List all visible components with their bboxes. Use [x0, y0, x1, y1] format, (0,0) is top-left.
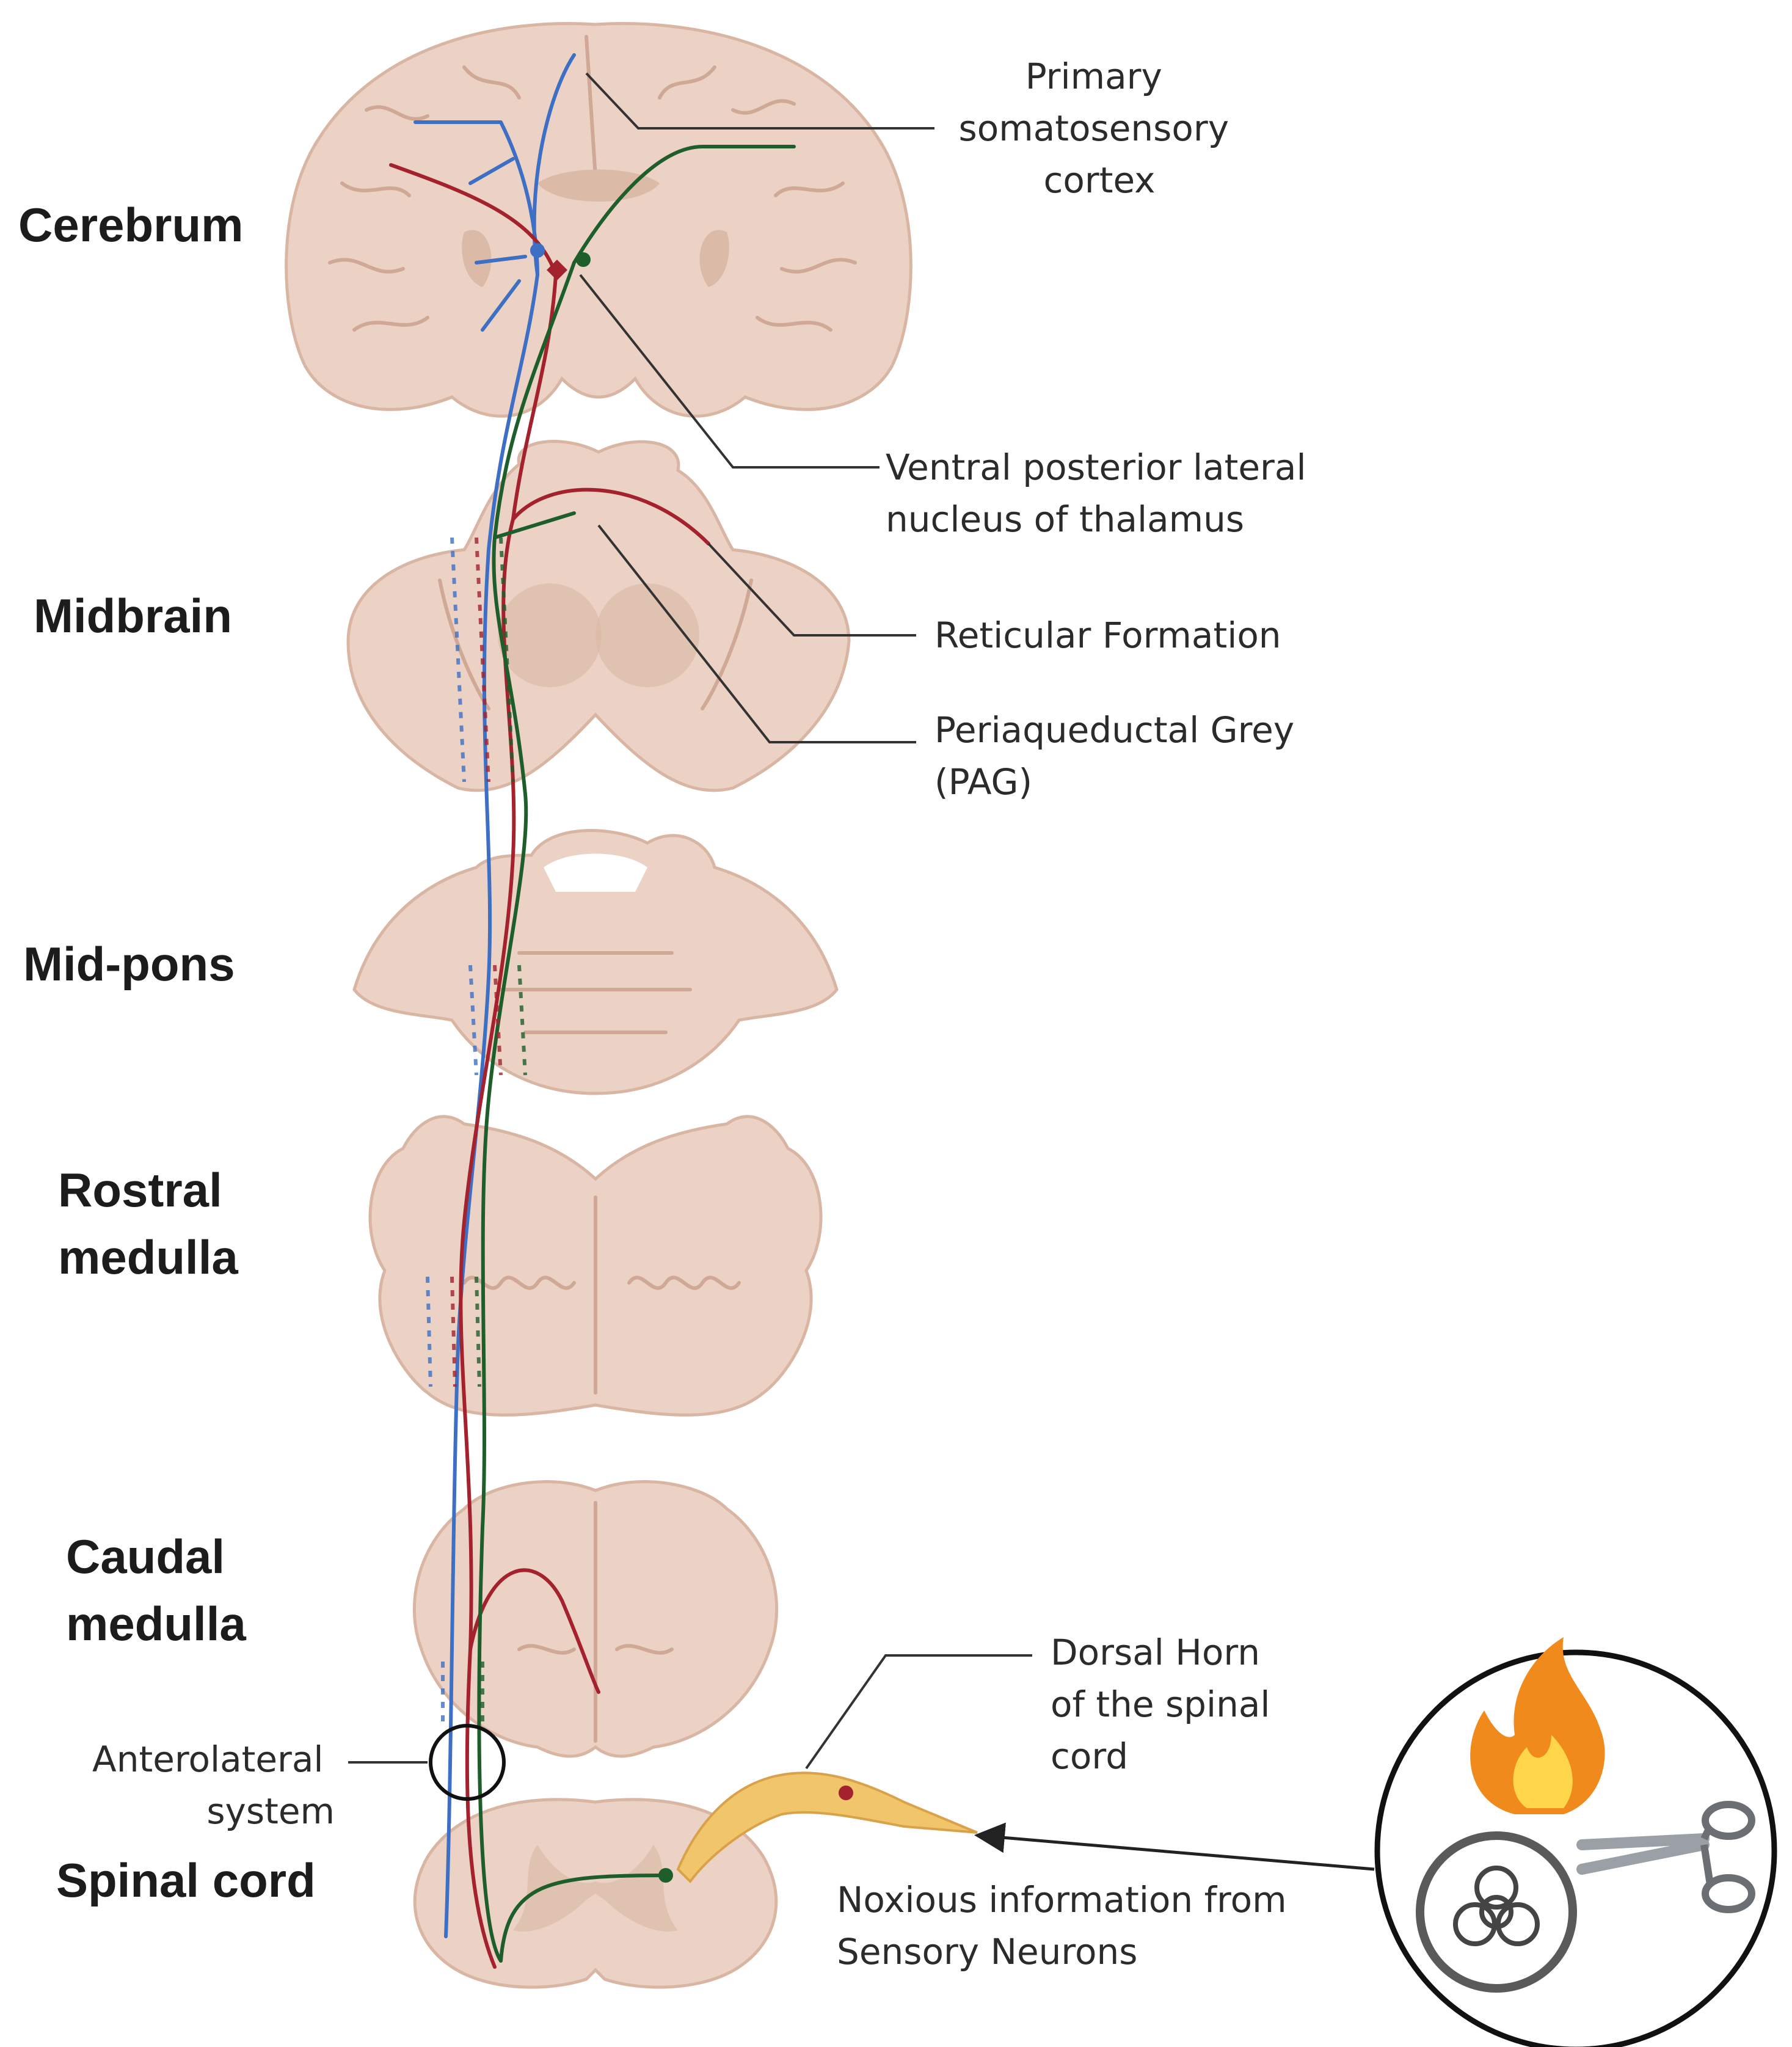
fire-icon [1470, 1637, 1605, 1814]
annotation-noxious-line2: Sensory Neurons [837, 1931, 1137, 1972]
annotation-vpl-line1: Ventral posterior lateral [886, 447, 1306, 488]
annotation-anterolateral-line2: system [206, 1790, 335, 1832]
noxious-arrow [974, 1822, 1375, 1871]
blue-tract [413, 53, 576, 1938]
label-midbrain: Midbrain [34, 589, 232, 643]
annotation-primary-cortex-line1: Primary [1025, 56, 1162, 97]
noxious-stimuli-panel [1374, 1637, 1777, 2047]
annotation-dorsal-horn: Dorsal Horn of the spinal cord [1051, 1632, 1281, 1777]
green-tract [477, 144, 796, 1963]
leader-reticular [707, 542, 916, 637]
annotation-anterolateral-line1: Anterolateral [92, 1739, 324, 1780]
label-cerebrum: Cerebrum [18, 198, 243, 252]
label-caudal-medulla: Caudal medulla [66, 1530, 246, 1651]
annotation-noxious: Noxious information from Sensory Neurons [837, 1879, 1298, 1972]
midbrain-section [346, 440, 851, 792]
label-spinal-cord: Spinal cord [56, 1853, 316, 1907]
annotation-pag: Periaqueductal Grey (PAG) [934, 709, 1306, 803]
annotation-primary-cortex: Primary somatosensory cortex [959, 56, 1240, 201]
caudal-medulla-section [413, 1480, 778, 1758]
tract-crossings [426, 537, 527, 1729]
annotation-noxious-line1: Noxious information from [837, 1879, 1287, 1921]
dorsal-root-nerve [676, 1772, 978, 1884]
leader-pag [597, 524, 916, 743]
thalamus-nuclei [530, 243, 673, 1883]
label-caudal-medulla-line2: medulla [66, 1597, 246, 1651]
leader-dorsal-horn [805, 1654, 1032, 1770]
leader-vpl [579, 274, 880, 469]
annotation-vpl-line2: nucleus of thalamus [886, 498, 1244, 540]
leader-primary-cortex [585, 72, 934, 130]
rostral-medulla-section [368, 1115, 823, 1417]
annotation-primary-cortex-line2: somatosensory [959, 108, 1229, 149]
annotation-pag-line1: Periaqueductal Grey [934, 709, 1294, 751]
label-rostral-medulla-line2: medulla [58, 1230, 238, 1284]
annotation-dorsal-horn-line2: of the spinal [1051, 1684, 1270, 1725]
label-mid-pons: Mid-pons [23, 937, 235, 991]
annotation-vpl: Ventral posterior lateral nucleus of tha… [886, 447, 1317, 540]
annotation-dorsal-horn-line3: cord [1051, 1735, 1128, 1777]
anterolateral-marker-circle [429, 1724, 506, 1801]
cerebrum-section [285, 22, 912, 418]
biohazard-icon [1416, 1831, 1577, 1993]
label-rostral-medulla-line1: Rostral [58, 1163, 222, 1217]
annotation-anterolateral: Anterolateral system [92, 1739, 335, 1832]
annotation-dorsal-horn-line1: Dorsal Horn [1051, 1632, 1260, 1673]
scissors-icon [1576, 1801, 1755, 1913]
annotation-primary-cortex-line3: cortex [1044, 159, 1156, 201]
label-rostral-medulla: Rostral medulla [58, 1163, 238, 1284]
annotation-pag-line2: (PAG) [934, 761, 1032, 803]
label-caudal-medulla-line1: Caudal [66, 1530, 225, 1583]
mid-pons-section [352, 829, 839, 1095]
annotation-reticular: Reticular Formation [934, 615, 1281, 656]
red-tract [389, 163, 710, 1969]
